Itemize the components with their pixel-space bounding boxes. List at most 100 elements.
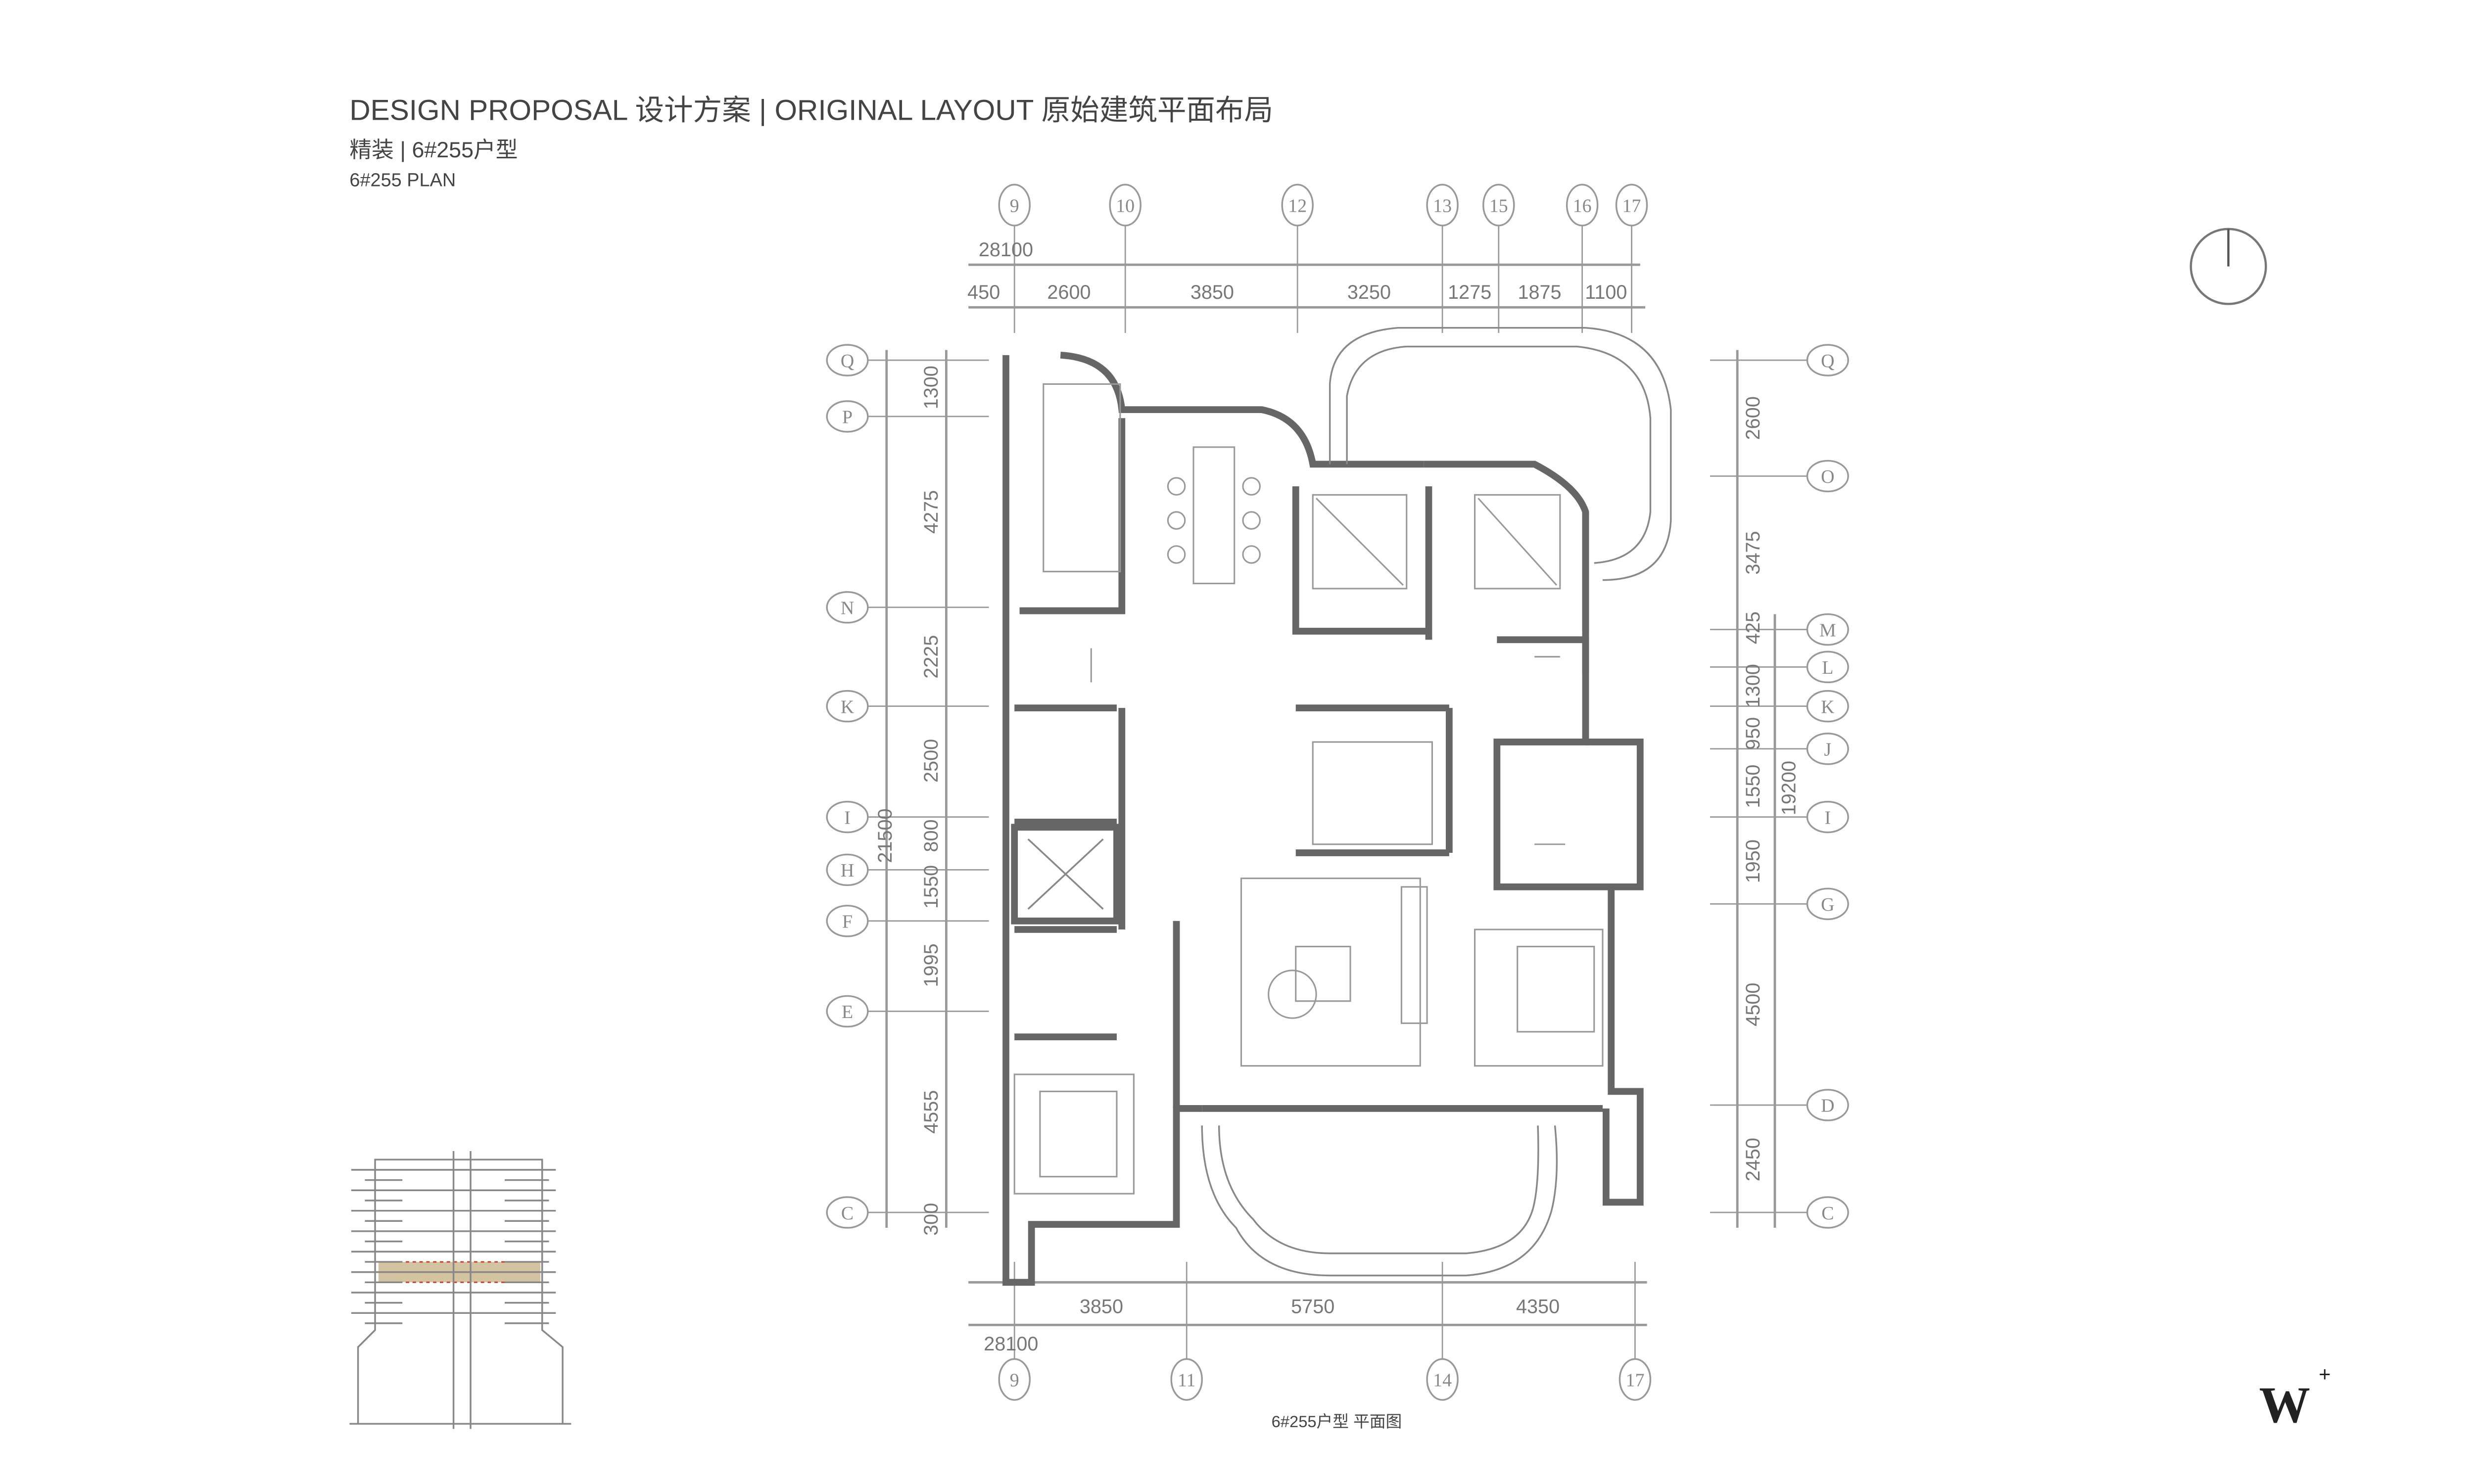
dimension-value: 1300 (1742, 664, 1764, 707)
key-plan-floor (351, 1251, 556, 1263)
dimension-value: 3850 (1190, 281, 1234, 303)
dimension-total: 28100 (984, 1333, 1038, 1355)
axis-left-N-label: N (841, 598, 854, 619)
axis-bottom-17-label: 17 (1626, 1370, 1645, 1391)
dimension-value: 2225 (920, 635, 942, 679)
axis-right-J-bubble (1806, 733, 1849, 765)
sheet-title: DESIGN PROPOSAL 设计方案 | ORIGINAL LAYOUT 原… (349, 94, 1273, 126)
key-plan-floor (351, 1169, 556, 1181)
dimension-value: 1275 (1448, 281, 1491, 303)
dimension-value: 450 (967, 281, 1000, 303)
axis-left-N-bubble (826, 591, 869, 624)
axis-top-10-label: 10 (1116, 195, 1135, 216)
north-arrow-icon (2189, 228, 2267, 305)
axis-bottom-14-bubble (1426, 1358, 1459, 1401)
dimension-value: 1300 (920, 366, 942, 409)
axis-right-I-label: I (1825, 807, 1831, 828)
key-plan-floor (351, 1292, 556, 1304)
dimension-value: 1550 (920, 865, 942, 909)
axis-right-J-label: J (1824, 740, 1831, 760)
dimension-value: 2600 (1742, 396, 1764, 440)
axis-left-H-label: H (841, 860, 854, 881)
axis-left-C-bubble (826, 1196, 869, 1229)
axis-left-E-label: E (842, 1002, 853, 1022)
dimension-value: 3250 (1347, 281, 1391, 303)
axis-top-13-bubble (1426, 184, 1459, 227)
axis-grid: 9 10 12 13 15 16 17 28100 450 2600 3850 3250 1275 187… (826, 184, 1849, 1401)
axis-right-D-bubble (1806, 1089, 1849, 1121)
dimension-total: 21500 (874, 808, 896, 863)
axis-top-13-label: 13 (1433, 195, 1452, 216)
axis-right-K-label: K (1821, 696, 1834, 717)
axis-right-G-bubble (1806, 887, 1849, 921)
key-plan-floor (351, 1189, 556, 1202)
axis-left-F-bubble (826, 905, 869, 937)
dimension-value: 1875 (1518, 281, 1561, 303)
key-plan-floor (351, 1230, 556, 1243)
axis-right-M-label: M (1819, 620, 1836, 641)
dimension-value: 1550 (1742, 765, 1764, 808)
dimension-value: 2450 (1742, 1138, 1764, 1181)
axis-left-K-label: K (841, 696, 854, 717)
axis-left-P-bubble (826, 400, 869, 433)
axis-left-C-label: C (841, 1203, 854, 1224)
dimension-total: 28100 (979, 239, 1033, 261)
axis-right-G-label: G (1821, 894, 1834, 915)
axis-left-F-label: F (842, 912, 853, 932)
dimension-value: 4500 (1742, 983, 1764, 1026)
axis-top-16-bubble (1566, 184, 1599, 227)
dimension-value: 1950 (1742, 839, 1764, 883)
axis-top-12-label: 12 (1288, 195, 1307, 216)
svg-text:+: + (2319, 1363, 2331, 1386)
axis-bottom-11-bubble (1170, 1358, 1203, 1401)
dimension-value: 950 (1742, 717, 1764, 750)
dimension-value: 800 (920, 819, 942, 852)
axis-bottom-14-label: 14 (1433, 1370, 1452, 1391)
brand-logo: W + (2259, 1363, 2331, 1434)
axis-left-P-label: P (842, 407, 853, 428)
svg-text:W: W (2259, 1377, 2310, 1434)
floor-plan-drawing (1002, 326, 1672, 1286)
axis-right-C-bubble (1806, 1196, 1849, 1229)
axis-right-O-bubble (1806, 460, 1849, 493)
dimension-value: 4555 (920, 1090, 942, 1134)
axis-left-Q-label: Q (841, 351, 854, 371)
axis-top-15-label: 15 (1489, 195, 1508, 216)
axis-right-D-label: D (1821, 1096, 1834, 1116)
axis-right-K-bubble (1806, 690, 1849, 723)
dimension-value: 3475 (1742, 531, 1764, 574)
dimension-value: 300 (920, 1203, 942, 1236)
axis-bottom-9-label: 9 (1010, 1370, 1019, 1391)
axis-top-10-bubble (1109, 184, 1142, 227)
axis-bottom-17-bubble (1618, 1358, 1652, 1401)
axis-right-M-bubble (1806, 613, 1849, 646)
axis-top-17-bubble (1615, 184, 1648, 227)
dimension-value: 1995 (920, 943, 942, 987)
dimension-value: 3850 (1080, 1296, 1123, 1317)
axis-right-O-label: O (1821, 466, 1834, 487)
axis-top-16-label: 16 (1573, 195, 1592, 216)
dimension-total: 19200 (1778, 761, 1800, 815)
axis-bottom-11-label: 11 (1178, 1370, 1195, 1391)
axis-right-Q-label: Q (1821, 351, 1834, 371)
axis-left-I-label: I (844, 807, 851, 828)
axis-right-C-label: C (1821, 1203, 1834, 1224)
dimension-value: 4275 (920, 490, 942, 534)
axis-right-L-bubble (1806, 650, 1849, 684)
building-section-key-plan (349, 1151, 571, 1429)
axis-top-9-label: 9 (1010, 195, 1019, 216)
dimension-value: 425 (1742, 611, 1764, 644)
axis-top-17-label: 17 (1622, 195, 1641, 216)
axis-top-15-bubble (1482, 184, 1515, 227)
sheet-subtitle-en: 6#255 PLAN (349, 170, 456, 191)
dimension-value: 2500 (920, 739, 942, 783)
plan-caption: 6#255户型 平面图 (1272, 1412, 1402, 1431)
dimension-value: 2600 (1047, 281, 1091, 303)
axis-right-L-label: L (1822, 657, 1833, 678)
axis-left-K-bubble (826, 690, 869, 723)
dimension-value: 4350 (1516, 1296, 1560, 1317)
axis-right-I-bubble (1806, 800, 1849, 834)
dimension-value: 5750 (1291, 1296, 1334, 1317)
axis-left-I-bubble (826, 800, 869, 834)
